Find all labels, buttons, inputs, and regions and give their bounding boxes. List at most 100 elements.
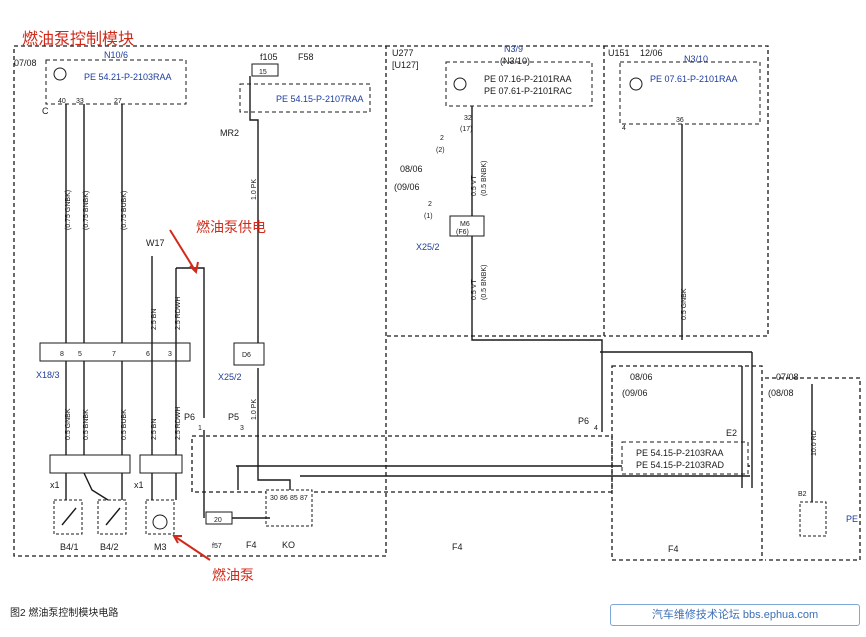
pump-arrow	[173, 535, 211, 561]
label-c: C	[42, 106, 49, 116]
pin-1b: 1	[198, 425, 202, 432]
p6-label: P6	[184, 412, 195, 422]
w-05gnbk: 0.5 GNBK	[65, 408, 72, 440]
w-05bubk: 0.5 BUBK	[121, 409, 128, 440]
frame-f4-inner	[191, 435, 613, 493]
f105-fuse	[251, 63, 279, 77]
x1-connector-left	[49, 454, 131, 474]
forum-watermark: 汽车维修技术论坛 bbs.ephua.com	[610, 604, 860, 626]
n3-10-paren: (N3/10)	[500, 56, 530, 66]
fuse-15: 15	[259, 69, 267, 76]
k-85: 85	[290, 495, 298, 502]
w-05bnbk: 0.5 BNBK	[83, 409, 90, 440]
pe-5415-rad: PE 54.15-P-2103RAD	[636, 460, 725, 470]
w-bnbk: (0.75 BNBK)	[83, 191, 90, 230]
pe-edge: PE	[846, 514, 858, 524]
w-1pk: 1.0 PK	[251, 179, 258, 200]
x25-2-connector	[233, 342, 265, 366]
k-87: 87	[300, 495, 308, 502]
pin-33: 33	[76, 98, 84, 105]
frame-f4-right	[611, 365, 763, 561]
pe-5415-box	[621, 441, 749, 475]
ref-0808: (08/08	[768, 388, 794, 398]
ko-label: KO	[282, 540, 295, 550]
annot-supply: 燃油泵供电	[196, 219, 266, 236]
x18-3-label: X18/3	[36, 370, 60, 380]
pe-5415-raa: PE 54.15-P-2103RAA	[636, 448, 724, 458]
module-icon	[53, 67, 67, 81]
wire-pk	[249, 76, 259, 430]
wire-e2	[600, 351, 753, 488]
x1-connector-right	[139, 454, 183, 474]
b2-label: B2	[798, 491, 807, 498]
m3-fuel-pump	[145, 499, 175, 535]
w-25bn: 2.5 BN	[151, 309, 158, 330]
annot-pump: 燃油泵	[212, 567, 254, 584]
pin-3b: 3	[240, 425, 244, 432]
pin-m6: M6	[460, 221, 470, 228]
frame-u151	[604, 45, 769, 337]
pin-4b: 4	[594, 425, 598, 432]
x1-right-label: x1	[134, 480, 144, 490]
n10-6-label: N10/6	[104, 50, 128, 60]
pe-5415-2107: PE 54.15-P-2107RAA	[276, 94, 364, 104]
f4b-label: F4	[452, 542, 463, 552]
pin-17: (17)	[460, 126, 472, 133]
b4-1-label: B4/1	[60, 542, 79, 552]
p5-label: P5	[228, 412, 239, 422]
pin-2c: 2	[428, 201, 432, 208]
pin-6: 6	[146, 351, 150, 358]
ref-0806b: 08/06	[630, 372, 653, 382]
f57-label: f57	[212, 543, 222, 550]
pump-arrowhead	[172, 535, 182, 544]
ref-0806: 08/06	[400, 164, 423, 174]
b4-2-label: B4/2	[100, 542, 119, 552]
x25-2-splice	[449, 215, 485, 237]
pin-1: (1)	[424, 213, 433, 220]
n3-9-module	[445, 61, 593, 107]
title-cn: 燃油泵控制模块	[22, 29, 134, 48]
pin-27: 27	[114, 98, 122, 105]
wire-relay	[203, 430, 750, 519]
k-86: 86	[280, 495, 288, 502]
ref-0708b: 07/08	[776, 372, 799, 382]
x1-left-label: x1	[50, 480, 60, 490]
k-30: 30	[270, 495, 278, 502]
pin-f6: (F6)	[456, 229, 469, 236]
n10-6-module	[45, 59, 187, 105]
sensor-symbol-2	[105, 507, 121, 526]
pe-0761-rac: PE 07.61-P-2101RAC	[484, 86, 573, 96]
ref-0906b: (09/06	[622, 388, 648, 398]
w-gnbk: (0.75 GNBK)	[65, 190, 72, 230]
f4a-label: F4	[246, 540, 257, 550]
w17-label: W17	[146, 238, 165, 248]
u127-label: [U127]	[392, 60, 419, 70]
b2-component	[799, 501, 827, 537]
m3-label: M3	[154, 542, 167, 552]
frame-f4-far	[765, 377, 861, 561]
f4c-label: F4	[668, 544, 679, 554]
w-05vt-b: 0.5 VT	[471, 279, 478, 300]
figure-caption: 图2 燃油泵控制模块电路	[10, 608, 119, 619]
supply-arrow	[169, 229, 197, 273]
pin-8: 8	[60, 351, 64, 358]
n3-10-label: N3/10	[684, 54, 708, 64]
pin-3: 3	[168, 351, 172, 358]
x25-2b-label: X25/2	[218, 372, 242, 382]
wire-b41	[65, 472, 109, 501]
w-05bnbk-p2: (0.5 BNBK)	[481, 265, 488, 300]
f105-label: f105	[260, 52, 278, 62]
f58-label: F58	[298, 52, 314, 62]
fuse-20: 20	[214, 517, 222, 524]
pin-2a: 2	[440, 135, 444, 142]
w-1pk-b: 1.0 PK	[251, 399, 258, 420]
w-05vt: 0.5 VT	[471, 175, 478, 196]
pin-32: 32	[464, 115, 472, 122]
pin-4-right: 4	[622, 125, 626, 132]
w-10rd: 10.0 RD	[811, 430, 818, 456]
supply-arrowhead	[189, 261, 199, 275]
n3-10-module	[619, 61, 761, 125]
motor-icon	[152, 514, 168, 530]
u277-label: U277	[392, 48, 414, 58]
